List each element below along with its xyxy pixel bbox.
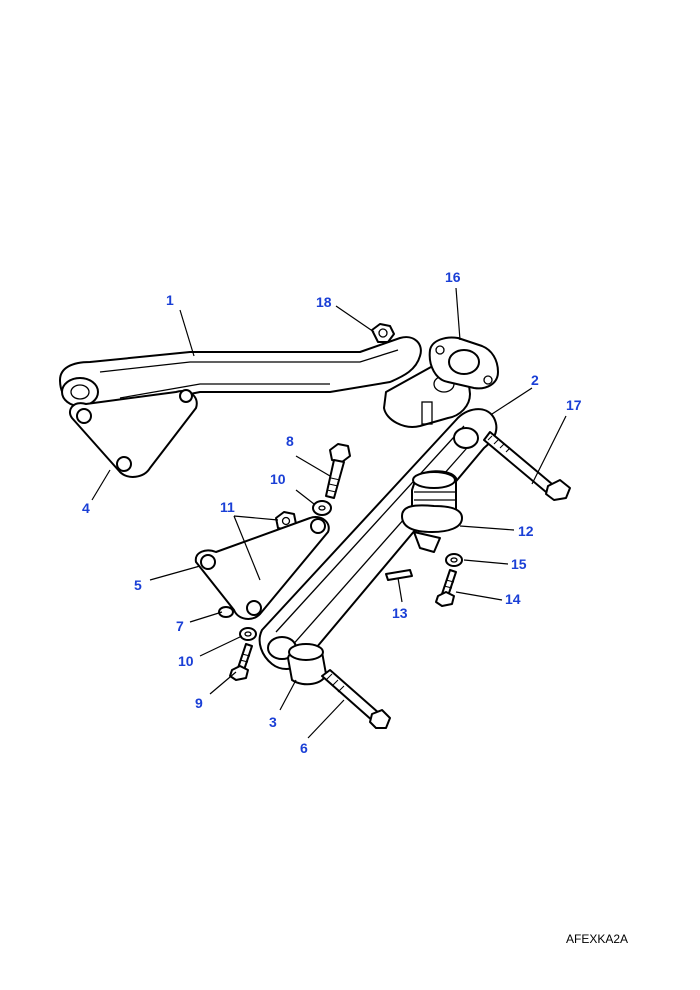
- callout-9: 9: [195, 695, 203, 711]
- bolt-17: [483, 431, 571, 501]
- callout-6: 6: [300, 740, 308, 756]
- split-pin-13: [385, 569, 413, 581]
- bolt-8: [325, 443, 351, 499]
- callout-18: 18: [316, 294, 332, 310]
- callout-10-lower: 10: [178, 653, 194, 669]
- callout-2: 2: [531, 372, 539, 388]
- callout-1: 1: [166, 292, 174, 308]
- callout-16: 16: [445, 269, 461, 285]
- bolt-9: [229, 643, 253, 681]
- nut-18: [371, 323, 395, 343]
- bolt-14: [435, 569, 457, 607]
- link-plate-5: [194, 516, 330, 620]
- callout-12: 12: [518, 523, 534, 539]
- callout-8: 8: [286, 433, 294, 449]
- washer-10-lower: [239, 627, 257, 641]
- drawing-code: AFEXKA2A: [566, 932, 629, 946]
- leader-lines: [91, 287, 567, 739]
- callout-5: 5: [134, 577, 142, 593]
- link-plate-4: [68, 389, 198, 478]
- callout-labels: 1 2 3 4 5 6 7 8 9 10 10 11 12 13 14 15 1…: [82, 269, 582, 756]
- bush-3: [287, 643, 327, 686]
- callout-17: 17: [566, 397, 582, 413]
- clamp-plate: [428, 336, 499, 390]
- bolt-6: [321, 669, 391, 729]
- callout-7: 7: [176, 618, 184, 634]
- callout-15: 15: [511, 556, 527, 572]
- washer-10-upper: [312, 500, 332, 516]
- upper-arm: [59, 336, 422, 412]
- callout-4: 4: [82, 500, 90, 516]
- ball-joint-12: [401, 470, 463, 553]
- callout-10-upper: 10: [270, 471, 286, 487]
- washer-15: [445, 553, 463, 567]
- nut-7: [218, 606, 234, 618]
- callout-13: 13: [392, 605, 408, 621]
- callout-3: 3: [269, 714, 277, 730]
- callout-14: 14: [505, 591, 521, 607]
- callout-11: 11: [220, 499, 235, 515]
